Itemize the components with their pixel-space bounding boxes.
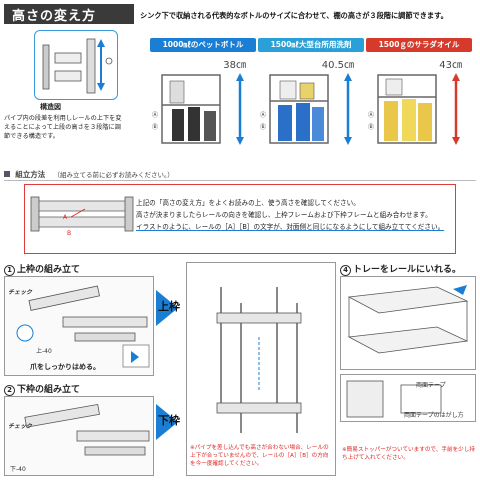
assembly-section-header: 組立方法 （組み立てる前に必ずお読みください。） bbox=[4, 169, 476, 181]
right-arrow-icon bbox=[156, 404, 178, 440]
structure-label: 構造図 bbox=[40, 103, 61, 111]
structure-illustration bbox=[42, 38, 113, 94]
svg-text:Ⓑ: Ⓑ bbox=[368, 123, 374, 131]
shelf-with-bottles-illustration: Ⓐ Ⓑ bbox=[260, 73, 352, 145]
tape-label: 両面テープ bbox=[416, 382, 446, 389]
bottle-option-1: 1000㎖のペットボトル 38㎝ Ⓐ Ⓑ bbox=[150, 38, 256, 151]
assembly-title: 組立方法 bbox=[15, 170, 46, 179]
structure-description: パイプ内の段差を利用しレールの上下を変えることによって上段の高さを３段階に調節で… bbox=[4, 115, 122, 140]
right-arrow-icon bbox=[156, 290, 178, 326]
upper-frame-label: 上枠 bbox=[158, 300, 180, 313]
step-title: 上枠の組み立て bbox=[17, 265, 81, 275]
upper-frame-illustration bbox=[16, 285, 150, 368]
height-value: 40.5㎝ bbox=[321, 60, 354, 71]
step-number: 4 bbox=[340, 265, 351, 276]
assembly-note: （組み立てる前に必ずお読みください。） bbox=[53, 171, 174, 179]
check-label: チェック bbox=[8, 423, 33, 430]
assembly-illustration bbox=[216, 287, 302, 433]
bottle-label: 1500㎖大型台所用洗剤 bbox=[258, 38, 364, 52]
height-value: 38㎝ bbox=[223, 60, 246, 71]
svg-text:B: B bbox=[67, 230, 71, 237]
lower-frame-illustration bbox=[24, 403, 150, 456]
step1-box bbox=[4, 276, 154, 376]
bottle-label: 1500ｇのサラダオイル bbox=[366, 38, 472, 52]
svg-text:A: A bbox=[63, 214, 68, 221]
shelf-with-bottles-illustration: Ⓐ Ⓑ bbox=[368, 73, 460, 145]
instruction-line: 上記の「高さの変え方」をよくお読みの上、使う高さを確認してください。 bbox=[136, 199, 360, 207]
bullet-square-icon bbox=[4, 171, 10, 177]
step-number: 1 bbox=[4, 265, 15, 276]
step-number: 2 bbox=[4, 385, 15, 396]
step4-box bbox=[340, 276, 476, 370]
tape-illustration bbox=[346, 380, 442, 418]
svg-text:Ⓐ: Ⓐ bbox=[152, 111, 158, 119]
bottle-option-2: 1500㎖大型台所用洗剤 40.5㎝ Ⓐ Ⓑ bbox=[258, 38, 364, 151]
instruction-line: イラストのように、レールの［A］［B］の文字が、対面側と同じになるようにして組み… bbox=[136, 223, 445, 231]
tape-detail-box bbox=[340, 374, 476, 422]
height-value: 43㎝ bbox=[439, 60, 462, 71]
check-label: チェック bbox=[8, 289, 33, 296]
svg-text:Ⓐ: Ⓐ bbox=[260, 111, 266, 119]
section-title: 高さの変え方 bbox=[4, 4, 134, 24]
headline-text: シンク下で収納される代表的なボトルのサイズに合わせて、棚の高さが３段階に調節でき… bbox=[140, 11, 448, 20]
height-adjust-section: 高さの変え方 シンク下で収納される代表的なボトルのサイズに合わせて、棚の高さが３… bbox=[0, 0, 480, 168]
svg-text:Ⓑ: Ⓑ bbox=[152, 123, 158, 131]
tape-peel-label: 両面テープのはがし方 bbox=[404, 412, 464, 419]
instruction-text: 上記の「高さの変え方」をよくお読みの上、使う高さを確認してください。 高さが決ま… bbox=[136, 197, 452, 233]
instruction-line: 高さが決まりましたらレールの向きを確認し、上枠フレームおよび下枠フレームと組み合… bbox=[136, 211, 432, 219]
tray-illustration bbox=[347, 285, 469, 354]
lower-frame-label: 下枠 bbox=[158, 414, 180, 427]
part-label: 上-40 bbox=[36, 348, 52, 355]
svg-text:Ⓐ: Ⓐ bbox=[368, 111, 374, 119]
grip-instruction: 爪をしっかりはめる。 bbox=[30, 363, 100, 371]
step2-box bbox=[4, 396, 154, 476]
bottle-option-3: 1500ｇのサラダオイル 43㎝ Ⓐ Ⓑ bbox=[366, 38, 472, 151]
step3-note: ※パイプを差し込んでも高さが合わない場合、レールの上下が合っていませんので、レー… bbox=[190, 445, 329, 467]
part-label: 下-40 bbox=[10, 466, 26, 473]
step-title: 下枠の組み立て bbox=[17, 385, 81, 395]
instruction-box: A B bbox=[24, 184, 456, 254]
structure-diagram bbox=[34, 30, 118, 100]
step4-note: ※簡易ストッパーがついていますので、手前を少し持ち上げて入れてください。 bbox=[342, 447, 475, 461]
svg-text:Ⓑ: Ⓑ bbox=[260, 123, 266, 131]
step-title: トレーをレールにいれる。 bbox=[353, 265, 462, 275]
shelf-with-bottles-illustration: Ⓐ Ⓑ bbox=[152, 73, 244, 145]
rail-illustration: A B bbox=[30, 196, 134, 237]
bottle-label: 1000㎖のペットボトル bbox=[150, 38, 256, 52]
step3-box bbox=[186, 262, 336, 476]
